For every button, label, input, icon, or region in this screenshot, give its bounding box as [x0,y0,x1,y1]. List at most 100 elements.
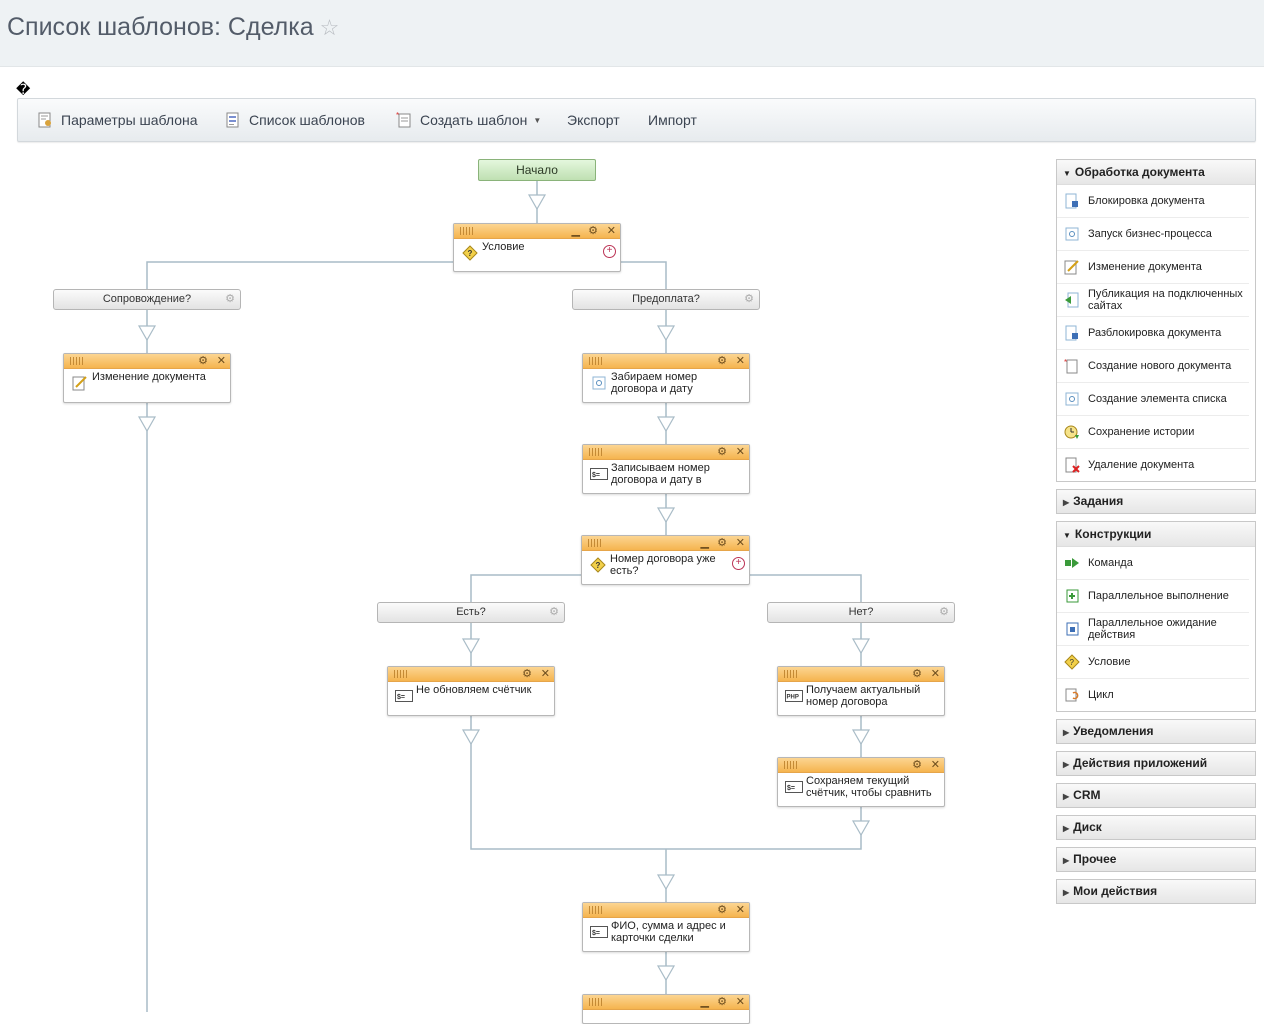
minimize-icon[interactable]: ▁ [700,537,709,549]
palette-item-label: Блокировка документа [1088,195,1205,207]
close-icon[interactable]: ✕ [930,759,940,771]
workflow-connectors [137,181,871,1012]
variable-icon: $= [395,688,413,704]
activity-no-update[interactable]: ⚙✕ $=Не обновляем счётчик [387,666,555,716]
palette-item[interactable]: Команда [1057,547,1249,580]
palette-item[interactable]: *Создание нового документа [1057,350,1249,383]
template-params-button[interactable]: Параметры шаблона [37,99,198,141]
add-branch-icon[interactable]: + [603,245,616,258]
branch-no[interactable]: Нет? ⚙ [767,602,955,623]
gear-icon[interactable]: ⚙ [744,293,754,305]
activity-label: Изменение документа [92,371,206,383]
activity-change-doc[interactable]: ⚙ ✕ Изменение документа [63,353,231,403]
export-button[interactable]: Экспорт [567,99,620,141]
palette-item[interactable]: Разблокировка документа [1057,317,1249,350]
template-list-button[interactable]: Список шаблонов [225,99,365,141]
close-icon[interactable]: ✕ [735,537,745,549]
collapsed-triangle-icon: ▶ [1063,760,1070,769]
palette-item[interactable]: Создание элемента списка [1057,383,1249,416]
publish-icon [1063,292,1081,308]
lock-doc-icon [1063,193,1081,209]
gear-icon[interactable]: ⚙ [198,355,208,367]
minimize-icon[interactable]: ▁ [700,996,709,1008]
svg-text:?: ? [596,561,601,570]
add-branch-icon[interactable]: + [732,557,745,570]
activity-fio[interactable]: ⚙✕ $=ФИО, сумма и адрес и карточки сделк… [582,902,750,952]
activity-take-number[interactable]: ⚙✕ Забираем номер договора и дату [582,353,750,403]
close-icon[interactable]: ✕ [735,996,745,1008]
activity-label: Записываем номер договора и дату в [611,462,710,486]
palette-item-label: Цикл [1088,689,1114,701]
section-disk[interactable]: ▶Диск [1056,815,1256,840]
favorite-star-icon[interactable]: ☆ [319,15,340,40]
import-label: Импорт [648,112,697,128]
palette-item[interactable]: ?Условие [1057,646,1249,679]
gear-icon[interactable]: ⚙ [717,537,727,549]
palette-item[interactable]: Блокировка документа [1057,185,1249,218]
branch-yes[interactable]: Есть?⚙ [377,602,565,623]
palette-item-label: Удаление документа [1088,459,1195,471]
close-icon[interactable]: ✕ [540,668,550,680]
svg-text:$=: $= [397,694,405,701]
palette-item[interactable]: Изменение документа [1057,251,1249,284]
gear-icon[interactable]: ⚙ [912,759,922,771]
condition-number-exists[interactable]: ▁⚙✕ ?Номер договора уже есть? + [581,535,750,585]
condition-node[interactable]: ▁⚙✕ ?Условие + [453,223,621,272]
gear-icon[interactable]: ⚙ [912,668,922,680]
close-icon[interactable]: ✕ [216,355,226,367]
create-template-button[interactable]: * Создать шаблон▼ [396,99,541,141]
palette-item[interactable]: Параллельное ожидание действия [1057,613,1249,646]
expanded-triangle-icon: ▼ [1063,531,1071,540]
palette-item[interactable]: Запуск бизнес-процесса [1057,218,1249,251]
section-crm[interactable]: ▶CRM [1056,783,1256,808]
template-list-label: Список шаблонов [249,112,365,128]
palette-item[interactable]: Публикация на подключенных сайтах [1057,284,1249,317]
section-title: Задания [1073,494,1124,508]
section-notifications[interactable]: ▶Уведомления [1056,719,1256,744]
toolbar: Параметры шаблона Список шаблонов * Созд… [17,98,1256,142]
minimize-icon[interactable]: ▁ [571,225,580,237]
palette-item[interactable]: Сохранение истории [1057,416,1249,449]
branch-label: Нет? [848,606,874,618]
palette-item[interactable]: Цикл [1057,679,1249,711]
close-icon[interactable]: ✕ [735,446,745,458]
gear-icon[interactable]: ⚙ [717,904,727,916]
palette-item[interactable]: Параллельное выполнение [1057,580,1249,613]
activity-write-number[interactable]: ⚙✕ $=Записываем номер договора и дату в [582,444,750,494]
stray-glyph: � [16,81,31,97]
import-button[interactable]: Импорт [648,99,697,141]
palette-item[interactable]: Удаление документа [1057,449,1249,481]
activities-panel: ▼Обработка документа Блокировка документ… [1056,159,1256,911]
section-app-actions[interactable]: ▶Действия приложений [1056,751,1256,776]
gear-icon[interactable]: ⚙ [717,355,727,367]
condition-icon: ? [589,557,607,573]
activity-save-counter[interactable]: ⚙✕ $=Сохраняем текущий счётчик, чтобы ср… [777,757,945,807]
palette-item-label: Параллельное ожидание действия [1088,617,1217,641]
start-node[interactable]: Начало [478,159,596,181]
gear-icon[interactable]: ⚙ [549,606,559,618]
branch-predoplata[interactable]: Предоплата?⚙ [572,289,760,310]
gear-icon[interactable]: ⚙ [717,996,727,1008]
section-my-actions[interactable]: ▶Мои действия [1056,879,1256,904]
section-header[interactable]: ▼Обработка документа [1057,160,1255,185]
command-icon [1063,555,1081,571]
generic-activity-icon [590,375,608,391]
gear-icon[interactable]: ⚙ [225,293,235,305]
close-icon[interactable]: ✕ [735,355,745,367]
variable-icon: $= [785,779,803,795]
list-element-icon [1063,391,1081,407]
close-icon[interactable]: ✕ [930,668,940,680]
activity-next[interactable]: ▁ ⚙ ✕ [582,994,750,1024]
gear-icon[interactable]: ⚙ [588,225,598,237]
section-header[interactable]: ▼Конструкции [1057,522,1255,547]
section-other[interactable]: ▶Прочее [1056,847,1256,872]
section-tasks[interactable]: ▶Задания [1056,489,1256,514]
svg-text:*: * [396,112,399,120]
gear-icon[interactable]: ⚙ [522,668,532,680]
close-icon[interactable]: ✕ [735,904,745,916]
gear-icon[interactable]: ⚙ [717,446,727,458]
close-icon[interactable]: ✕ [606,225,616,237]
branch-soprov[interactable]: Сопровождение?⚙ [53,289,241,310]
gear-icon[interactable]: ⚙ [939,606,949,618]
